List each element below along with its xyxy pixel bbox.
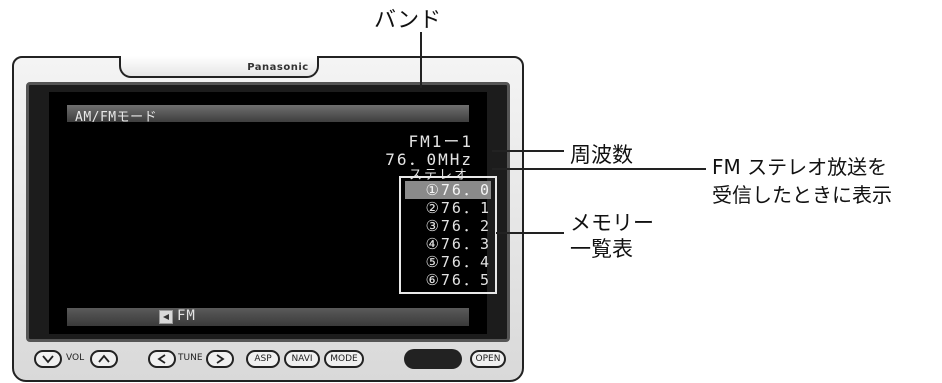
screen-bezel: AM/FMモード FM1ー1 76．0MHz ステレオ ①76．0 ②76．1 …	[26, 82, 510, 342]
tune-up-button[interactable]	[206, 350, 234, 368]
stereo-annotation-line2: 受信したときに表示	[712, 183, 892, 207]
memory-preset-4[interactable]: ④76．3	[425, 235, 491, 253]
band-annotation: バンド	[374, 8, 442, 33]
top-notch	[119, 56, 319, 78]
asp-button[interactable]: ASP	[246, 350, 280, 368]
memory-preset-1[interactable]: ①76．0	[405, 181, 491, 199]
memory-preset-5[interactable]: ⑤76．4	[425, 253, 491, 271]
display-screen: AM/FMモード FM1ー1 76．0MHz ステレオ ①76．0 ②76．1 …	[49, 92, 497, 334]
stereo-indicator: ステレオ	[408, 168, 469, 183]
band-readout: FM1ー1	[408, 132, 473, 151]
memory-preset-3[interactable]: ③76．2	[425, 217, 491, 235]
brand-logo: Panasonic	[247, 62, 309, 73]
mode-title: AM/FMモード	[75, 110, 158, 125]
stereo-callout-line	[492, 168, 706, 170]
tune-label: TUNE	[178, 353, 203, 363]
chevron-left-icon	[157, 354, 166, 364]
source-bar: FM	[67, 308, 469, 326]
memory-preset-6[interactable]: ⑥76．5	[425, 271, 491, 289]
source-back-icon[interactable]	[159, 310, 173, 324]
memory-list: ①76．0 ②76．1 ③76．2 ④76．3 ⑤76．4 ⑥76．5	[399, 176, 497, 294]
disc-slot	[404, 349, 462, 369]
frequency-callout-line	[492, 150, 564, 152]
memory-annotation-line2: 一覧表	[570, 237, 633, 261]
mode-button[interactable]: MODE	[324, 350, 364, 368]
open-button[interactable]: OPEN	[470, 350, 506, 368]
memory-callout-line	[496, 232, 564, 234]
frequency-annotation: 周波数	[570, 143, 633, 167]
volume-up-button[interactable]	[90, 350, 118, 368]
memory-preset-2[interactable]: ②76．1	[425, 199, 491, 217]
chevron-up-icon	[98, 354, 110, 363]
tune-down-button[interactable]	[148, 350, 176, 368]
control-button-strip: VOL TUNE ASP NAVI MODE OPEN	[20, 349, 516, 375]
navi-button[interactable]: NAVI	[284, 350, 320, 368]
memory-annotation-line1: メモリー	[570, 211, 654, 235]
band-callout-line	[420, 32, 422, 88]
stereo-annotation-line1: FM ステレオ放送を	[712, 155, 888, 179]
chevron-right-icon	[216, 354, 225, 364]
source-label: FM	[177, 308, 196, 324]
volume-down-button[interactable]	[34, 350, 62, 368]
volume-label: VOL	[66, 353, 85, 363]
frequency-readout: 76．0MHz	[385, 150, 473, 169]
head-unit: Panasonic AM/FMモード FM1ー1 76．0MHz ステレオ ①7…	[12, 56, 524, 382]
chevron-down-icon	[42, 355, 54, 364]
mode-title-bar: AM/FMモード	[67, 105, 469, 125]
